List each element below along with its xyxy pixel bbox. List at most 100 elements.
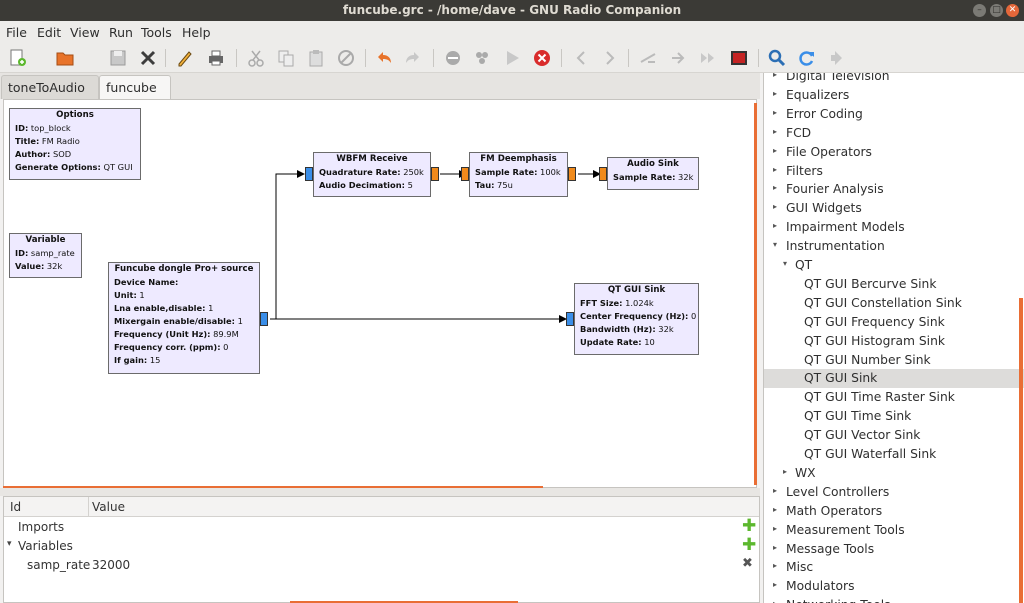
expander-closed-icon[interactable]: ▸ bbox=[773, 126, 778, 136]
expander-closed-icon[interactable]: ▸ bbox=[773, 485, 778, 495]
maximize-button[interactable]: □ bbox=[990, 4, 1003, 17]
tree-item-fcd[interactable]: ▸FCD bbox=[764, 124, 1024, 143]
expander-open-icon[interactable]: ▾ bbox=[783, 259, 788, 268]
pane-splitter[interactable] bbox=[0, 488, 760, 496]
print-icon[interactable] bbox=[206, 48, 226, 68]
paste-icon[interactable] bbox=[306, 48, 326, 68]
variable-row-imports[interactable]: Imports ✚ bbox=[4, 518, 759, 537]
canvas-horizontal-scrollbar[interactable] bbox=[3, 486, 543, 489]
column-header-id[interactable]: Id bbox=[10, 500, 22, 514]
port-audio-in[interactable] bbox=[599, 167, 607, 181]
expander-closed-icon[interactable]: ▸ bbox=[773, 107, 778, 117]
block-variable[interactable]: Variable ID: samp_rate Value: 32k bbox=[9, 233, 82, 278]
tree-item-modulators[interactable]: ▸Modulators bbox=[764, 577, 1024, 596]
variable-editor-scrollbar[interactable] bbox=[290, 601, 518, 603]
expander-closed-icon[interactable]: ▸ bbox=[773, 561, 778, 571]
screenshot-icon[interactable] bbox=[729, 48, 749, 68]
stop-icon[interactable] bbox=[532, 48, 552, 68]
arrow-icon[interactable] bbox=[827, 48, 847, 68]
port-deemph-out[interactable] bbox=[568, 167, 576, 181]
block-options[interactable]: Options ID: top_block Title: FM Radio Au… bbox=[9, 108, 141, 180]
block-fm-deemphasis[interactable]: FM Deemphasis Sample Rate: 100k Tau: 75u bbox=[469, 152, 568, 197]
tree-item-message-tools[interactable]: ▸Message Tools bbox=[764, 540, 1024, 559]
disable-icon[interactable] bbox=[443, 48, 463, 68]
block-funcube-source[interactable]: Funcube dongle Pro+ source Device Name: … bbox=[108, 262, 260, 374]
forward-icon[interactable] bbox=[600, 48, 620, 68]
variable-row-samp-rate[interactable]: samp_rate 32000 ✖ bbox=[4, 556, 759, 575]
tree-item-math-operators[interactable]: ▸Math Operators bbox=[764, 502, 1024, 521]
menu-file[interactable]: File bbox=[6, 25, 27, 40]
block-qt-gui-sink[interactable]: QT GUI Sink FFT Size: 1.024k Center Freq… bbox=[574, 283, 699, 355]
rotate-ccw-icon[interactable] bbox=[638, 48, 658, 68]
tree-item-qt-gui-constellation-sink[interactable]: QT GUI Constellation Sink bbox=[764, 294, 1024, 313]
save-icon[interactable] bbox=[108, 48, 128, 68]
tree-item-error-coding[interactable]: ▸Error Coding bbox=[764, 105, 1024, 124]
expander-closed-icon[interactable]: ▸ bbox=[773, 221, 778, 231]
expander-closed-icon[interactable]: ▸ bbox=[783, 466, 788, 476]
search-icon[interactable] bbox=[767, 48, 787, 68]
reload-icon[interactable] bbox=[797, 48, 817, 68]
tree-item-digital-television[interactable]: ▸Digital Television bbox=[764, 73, 1024, 86]
tree-item-filters[interactable]: ▸Filters bbox=[764, 162, 1024, 181]
tree-item-wx[interactable]: ▸WX bbox=[764, 464, 1024, 483]
cut-icon[interactable] bbox=[246, 48, 266, 68]
tree-item-file-operators[interactable]: ▸File Operators bbox=[764, 143, 1024, 162]
add-variable-icon[interactable]: ✚ bbox=[742, 535, 757, 555]
tree-item-qt-gui-frequency-sink[interactable]: QT GUI Frequency Sink bbox=[764, 313, 1024, 332]
canvas-vertical-scrollbar[interactable] bbox=[754, 103, 757, 485]
delete-icon[interactable] bbox=[336, 48, 356, 68]
flowgraph-canvas[interactable]: Options ID: top_block Title: FM Radio Au… bbox=[3, 99, 757, 488]
expander-closed-icon[interactable]: ▸ bbox=[773, 183, 778, 193]
expander-closed-icon[interactable]: ▸ bbox=[773, 599, 777, 603]
tree-item-qt-gui-number-sink[interactable]: QT GUI Number Sink bbox=[764, 351, 1024, 370]
menu-tools[interactable]: Tools bbox=[141, 25, 172, 40]
expander-closed-icon[interactable]: ▸ bbox=[773, 580, 778, 590]
tree-item-fourier-analysis[interactable]: ▸Fourier Analysis bbox=[764, 180, 1024, 199]
expander-closed-icon[interactable]: ▸ bbox=[773, 145, 778, 155]
expander-closed-icon[interactable]: ▸ bbox=[773, 164, 778, 174]
tree-item-qt-gui-vector-sink[interactable]: QT GUI Vector Sink bbox=[764, 426, 1024, 445]
skip-icon[interactable] bbox=[698, 48, 718, 68]
tab-funcube[interactable]: funcube✖ bbox=[99, 75, 171, 110]
back-icon[interactable] bbox=[571, 48, 591, 68]
tree-item-qt-gui-bercurve-sink[interactable]: QT GUI Bercurve Sink bbox=[764, 275, 1024, 294]
tree-item-misc[interactable]: ▸Misc bbox=[764, 558, 1024, 577]
menu-run[interactable]: Run bbox=[109, 25, 133, 40]
tree-item-qt-gui-time-sink[interactable]: QT GUI Time Sink bbox=[764, 407, 1024, 426]
tree-item-measurement-tools[interactable]: ▸Measurement Tools bbox=[764, 521, 1024, 540]
tree-item-level-controllers[interactable]: ▸Level Controllers bbox=[764, 483, 1024, 502]
menu-view[interactable]: View bbox=[70, 25, 100, 40]
tree-item-qt-gui-histogram-sink[interactable]: QT GUI Histogram Sink bbox=[764, 332, 1024, 351]
port-wbfm-in[interactable] bbox=[305, 167, 313, 181]
variable-value[interactable]: 32000 bbox=[92, 558, 131, 572]
tree-item-networking-tools[interactable]: ▸Networking Tools bbox=[764, 596, 1024, 603]
column-header-value[interactable]: Value bbox=[92, 500, 125, 514]
menu-help[interactable]: Help bbox=[182, 25, 211, 40]
expander-closed-icon[interactable]: ▸ bbox=[773, 523, 778, 533]
open-icon[interactable] bbox=[55, 48, 75, 68]
tree-item-gui-widgets[interactable]: ▸GUI Widgets bbox=[764, 199, 1024, 218]
tree-item-qt[interactable]: ▾QT bbox=[764, 256, 1024, 275]
expander-closed-icon[interactable]: ▸ bbox=[773, 504, 778, 514]
close-icon[interactable] bbox=[138, 48, 158, 68]
edit-icon[interactable] bbox=[175, 48, 195, 68]
port-funcube-out[interactable] bbox=[260, 312, 268, 326]
port-wbfm-out[interactable] bbox=[431, 167, 439, 181]
expander-open-icon[interactable]: ▾ bbox=[7, 539, 12, 549]
expander-open-icon[interactable]: ▾ bbox=[773, 240, 778, 250]
undo-icon[interactable] bbox=[374, 48, 394, 68]
expander-closed-icon[interactable]: ▸ bbox=[773, 88, 778, 98]
expander-closed-icon[interactable]: ▸ bbox=[773, 73, 778, 79]
block-tree-scrollbar[interactable] bbox=[1019, 298, 1023, 603]
close-window-button[interactable]: ✕ bbox=[1006, 4, 1019, 17]
bypass-icon[interactable] bbox=[472, 48, 492, 68]
block-audio-sink[interactable]: Audio Sink Sample Rate: 32k bbox=[607, 157, 699, 190]
variable-row-variables[interactable]: ▾ Variables ✚ bbox=[4, 537, 759, 556]
expander-closed-icon[interactable]: ▸ bbox=[773, 542, 778, 552]
tree-item-qt-gui-waterfall-sink[interactable]: QT GUI Waterfall Sink bbox=[764, 445, 1024, 464]
minimize-button[interactable]: – bbox=[973, 4, 986, 17]
expander-closed-icon[interactable]: ▸ bbox=[773, 202, 778, 212]
tree-item-qt-gui-sink[interactable]: QT GUI Sink bbox=[764, 369, 1024, 389]
tree-item-instrumentation[interactable]: ▾Instrumentation bbox=[764, 237, 1024, 256]
tab-tonetoaudio[interactable]: toneToAudio✖ bbox=[1, 75, 99, 110]
